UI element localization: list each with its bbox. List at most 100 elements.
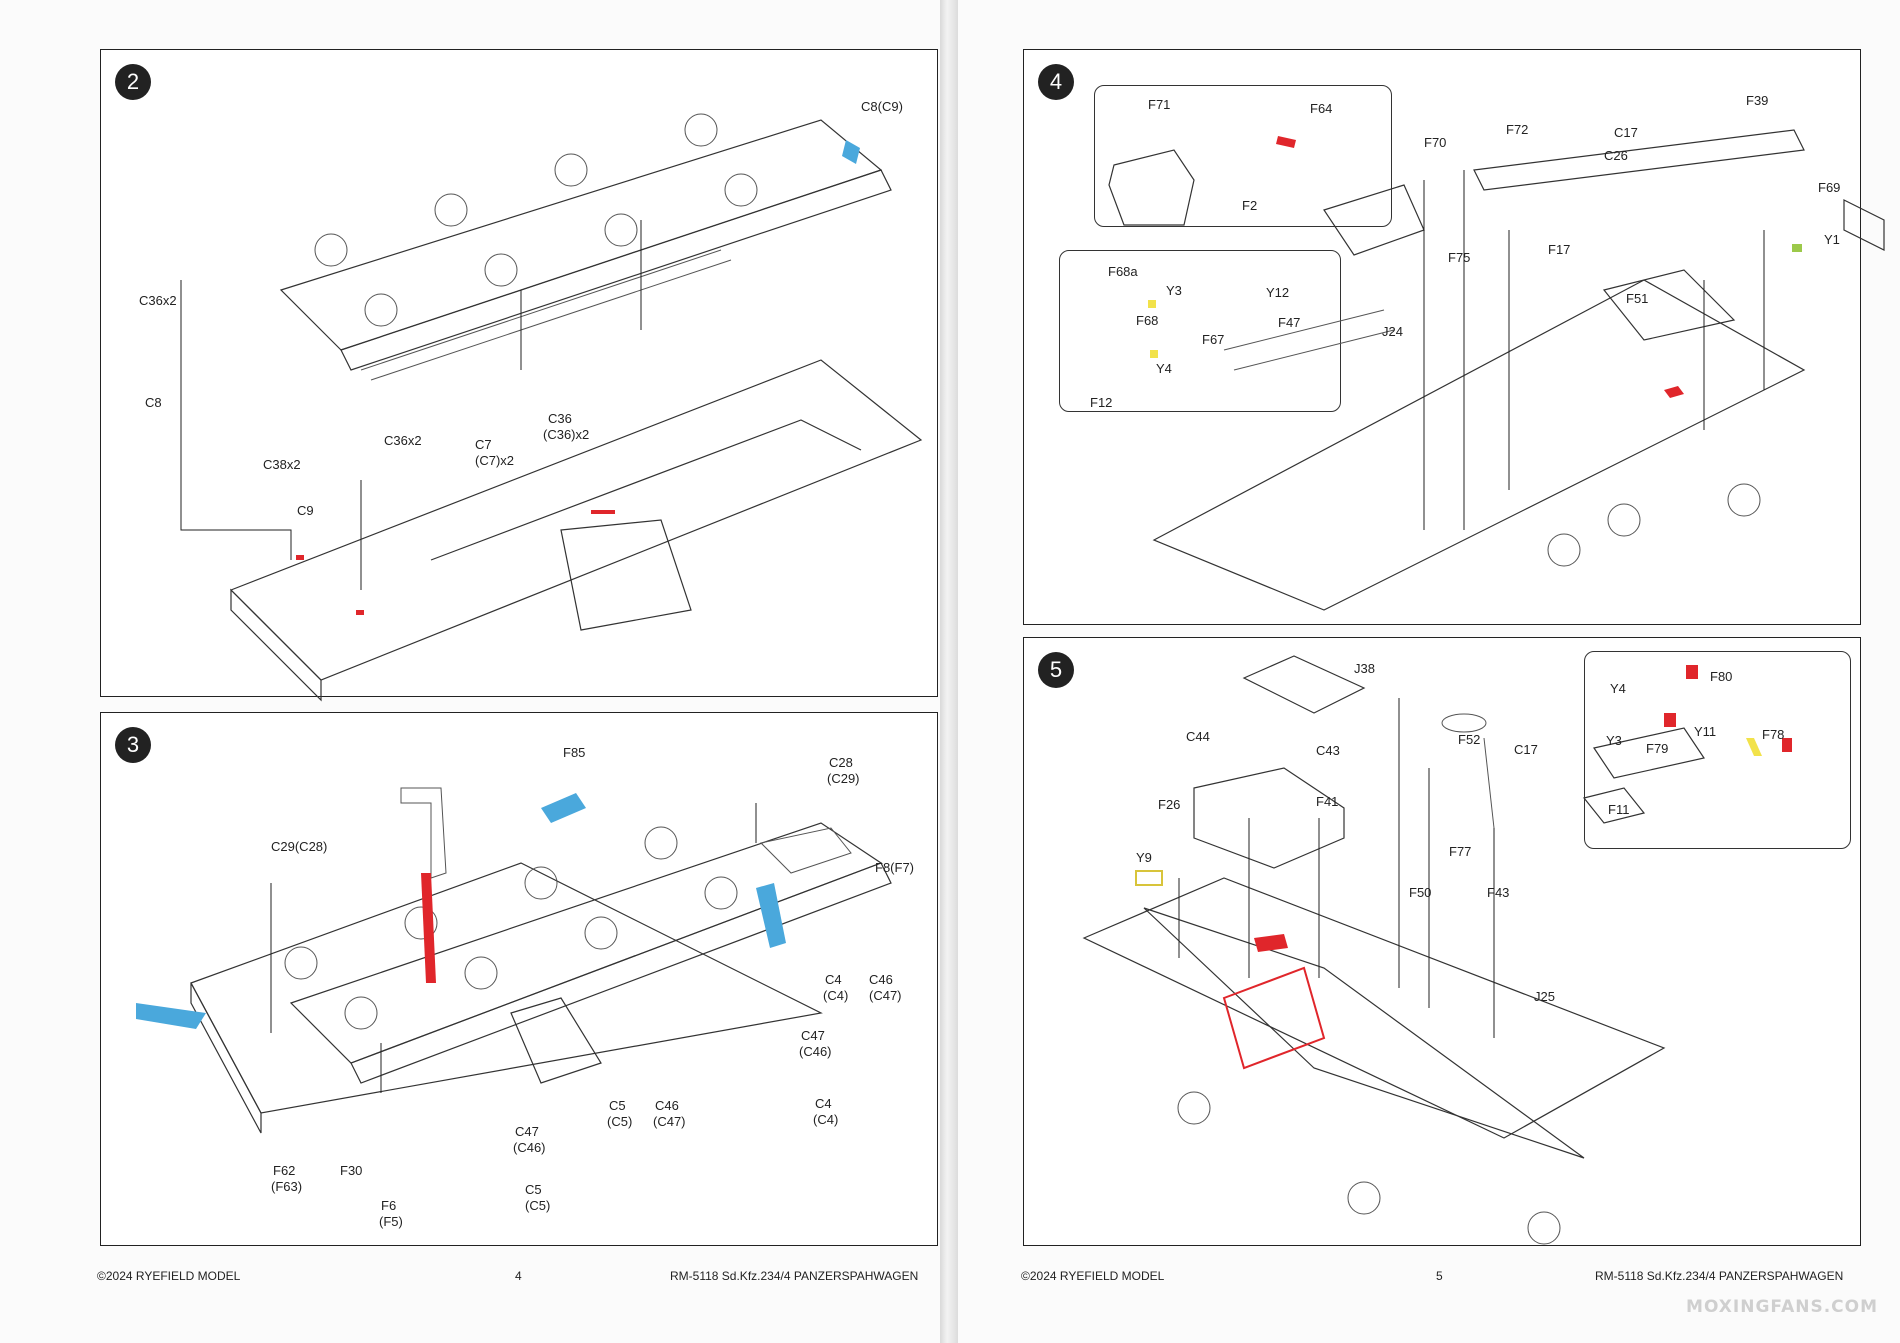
part-label: F69: [1818, 180, 1841, 195]
part-label: Y3: [1166, 283, 1182, 298]
footer-copyright: ©2024 RYEFIELD MODEL: [1021, 1269, 1165, 1283]
part-label: (C29): [827, 771, 860, 786]
part-label: J25: [1534, 989, 1555, 1004]
part-label: C4: [825, 972, 842, 987]
part-label: Y9: [1136, 850, 1152, 865]
step-number: 3: [115, 727, 151, 763]
part-label: C17: [1614, 125, 1638, 140]
part-label: C8(C9): [861, 99, 903, 114]
part-label: F68: [1136, 313, 1159, 328]
inset-detail-f2: [1094, 85, 1392, 227]
part-label: F75: [1448, 250, 1471, 265]
step-3-drawing: [136, 787, 892, 1134]
part-label: C46: [655, 1098, 679, 1113]
part-label: J38: [1354, 661, 1375, 676]
part-label: F67: [1202, 332, 1225, 347]
step-5-drawing: [1082, 655, 1792, 1245]
part-label: Y3: [1606, 733, 1622, 748]
part-label: F30: [340, 1163, 363, 1178]
step-number: 5: [1038, 652, 1074, 688]
part-label: F64: [1310, 101, 1333, 116]
part-label: (F63): [271, 1179, 303, 1194]
part-label: C17: [1514, 742, 1538, 757]
part-label: F50: [1409, 885, 1432, 900]
part-label: F52: [1458, 732, 1481, 747]
step-4-panel: 4 F71: [1023, 49, 1885, 625]
step-number: 2: [115, 64, 151, 100]
part-label: Y11: [1694, 724, 1717, 739]
part-label: F41: [1316, 794, 1339, 809]
part-label: F8(F7): [875, 860, 914, 875]
part-label: C4: [815, 1096, 832, 1111]
part-label: (C5): [607, 1114, 633, 1129]
part-label: C26: [1604, 148, 1628, 163]
part-label: F77: [1449, 844, 1472, 859]
part-label: Y4: [1610, 681, 1626, 696]
part-label: C38x2: [263, 457, 301, 472]
part-label: F85: [563, 745, 586, 760]
part-label: (C46): [513, 1140, 546, 1155]
part-label: F11: [1608, 802, 1630, 817]
part-label: (C47): [869, 988, 902, 1003]
part-label: C36x2: [139, 293, 177, 308]
part-label: F78: [1762, 727, 1785, 742]
part-label: C8: [145, 395, 162, 410]
footer-copyright: ©2024 RYEFIELD MODEL: [97, 1269, 241, 1283]
part-label: (C5): [525, 1198, 551, 1213]
part-label: J24: [1382, 324, 1403, 339]
part-label: Y4: [1156, 361, 1172, 376]
part-label: (C47): [653, 1114, 686, 1129]
part-label: C36: [548, 411, 572, 426]
part-label: F47: [1278, 315, 1301, 330]
page-gutter: [940, 0, 958, 1343]
part-label: F17: [1548, 242, 1571, 257]
part-label: C43: [1316, 743, 1340, 758]
step-2-drawing: [180, 113, 923, 702]
part-label: F79: [1646, 741, 1669, 756]
part-label: F43: [1487, 885, 1510, 900]
part-label: F80: [1710, 669, 1733, 684]
footer-title: RM-5118 Sd.Kfz.234/4 PANZERSPAHWAGEN: [670, 1269, 919, 1283]
watermark: MOXINGFANS.COM: [1686, 1297, 1878, 1317]
part-label: C5: [525, 1182, 542, 1197]
part-label: C44: [1186, 729, 1210, 744]
part-label: C7: [475, 437, 492, 452]
page-number: 5: [1436, 1269, 1443, 1283]
part-label: C5: [609, 1098, 626, 1113]
part-label: F2: [1242, 198, 1258, 213]
step-5-panel: 5: [1023, 637, 1861, 1246]
part-label: F68a: [1108, 264, 1138, 279]
inset-detail-f11: [1584, 651, 1851, 849]
part-label: Y12: [1266, 285, 1290, 300]
part-label: C9: [297, 503, 314, 518]
part-label: (C36)x2: [543, 427, 590, 442]
part-label: F71: [1148, 97, 1171, 112]
step-3-panel: 3 F85: [100, 712, 938, 1246]
step-4-drawing: [1108, 129, 1885, 611]
part-label: F26: [1158, 797, 1181, 812]
part-label: F12: [1090, 395, 1113, 410]
part-label: F62: [273, 1163, 296, 1178]
part-label: C46: [869, 972, 893, 987]
part-label: F6: [381, 1198, 397, 1213]
part-label: F51: [1626, 291, 1649, 306]
footer-title: RM-5118 Sd.Kfz.234/4 PANZERSPAHWAGEN: [1595, 1269, 1844, 1283]
left-page: 2: [0, 0, 940, 1343]
right-page: 4 F71: [958, 0, 1900, 1343]
part-label: (C4): [823, 988, 849, 1003]
part-label: (C4): [813, 1112, 839, 1127]
page-number: 4: [515, 1269, 522, 1283]
part-label: C28: [829, 755, 853, 770]
part-label: (F5): [379, 1214, 403, 1229]
part-label: F72: [1506, 122, 1529, 137]
part-label: F39: [1746, 93, 1769, 108]
part-label: F70: [1424, 135, 1447, 150]
part-label: (C7)x2: [475, 453, 515, 468]
step-2-panel: 2: [100, 49, 938, 702]
part-label: C29(C28): [271, 839, 328, 854]
step-number: 4: [1038, 64, 1074, 100]
inset-detail-f12: [1059, 250, 1341, 412]
part-label: (C46): [799, 1044, 832, 1059]
part-label: Y1: [1824, 232, 1840, 247]
part-label: C36x2: [384, 433, 422, 448]
